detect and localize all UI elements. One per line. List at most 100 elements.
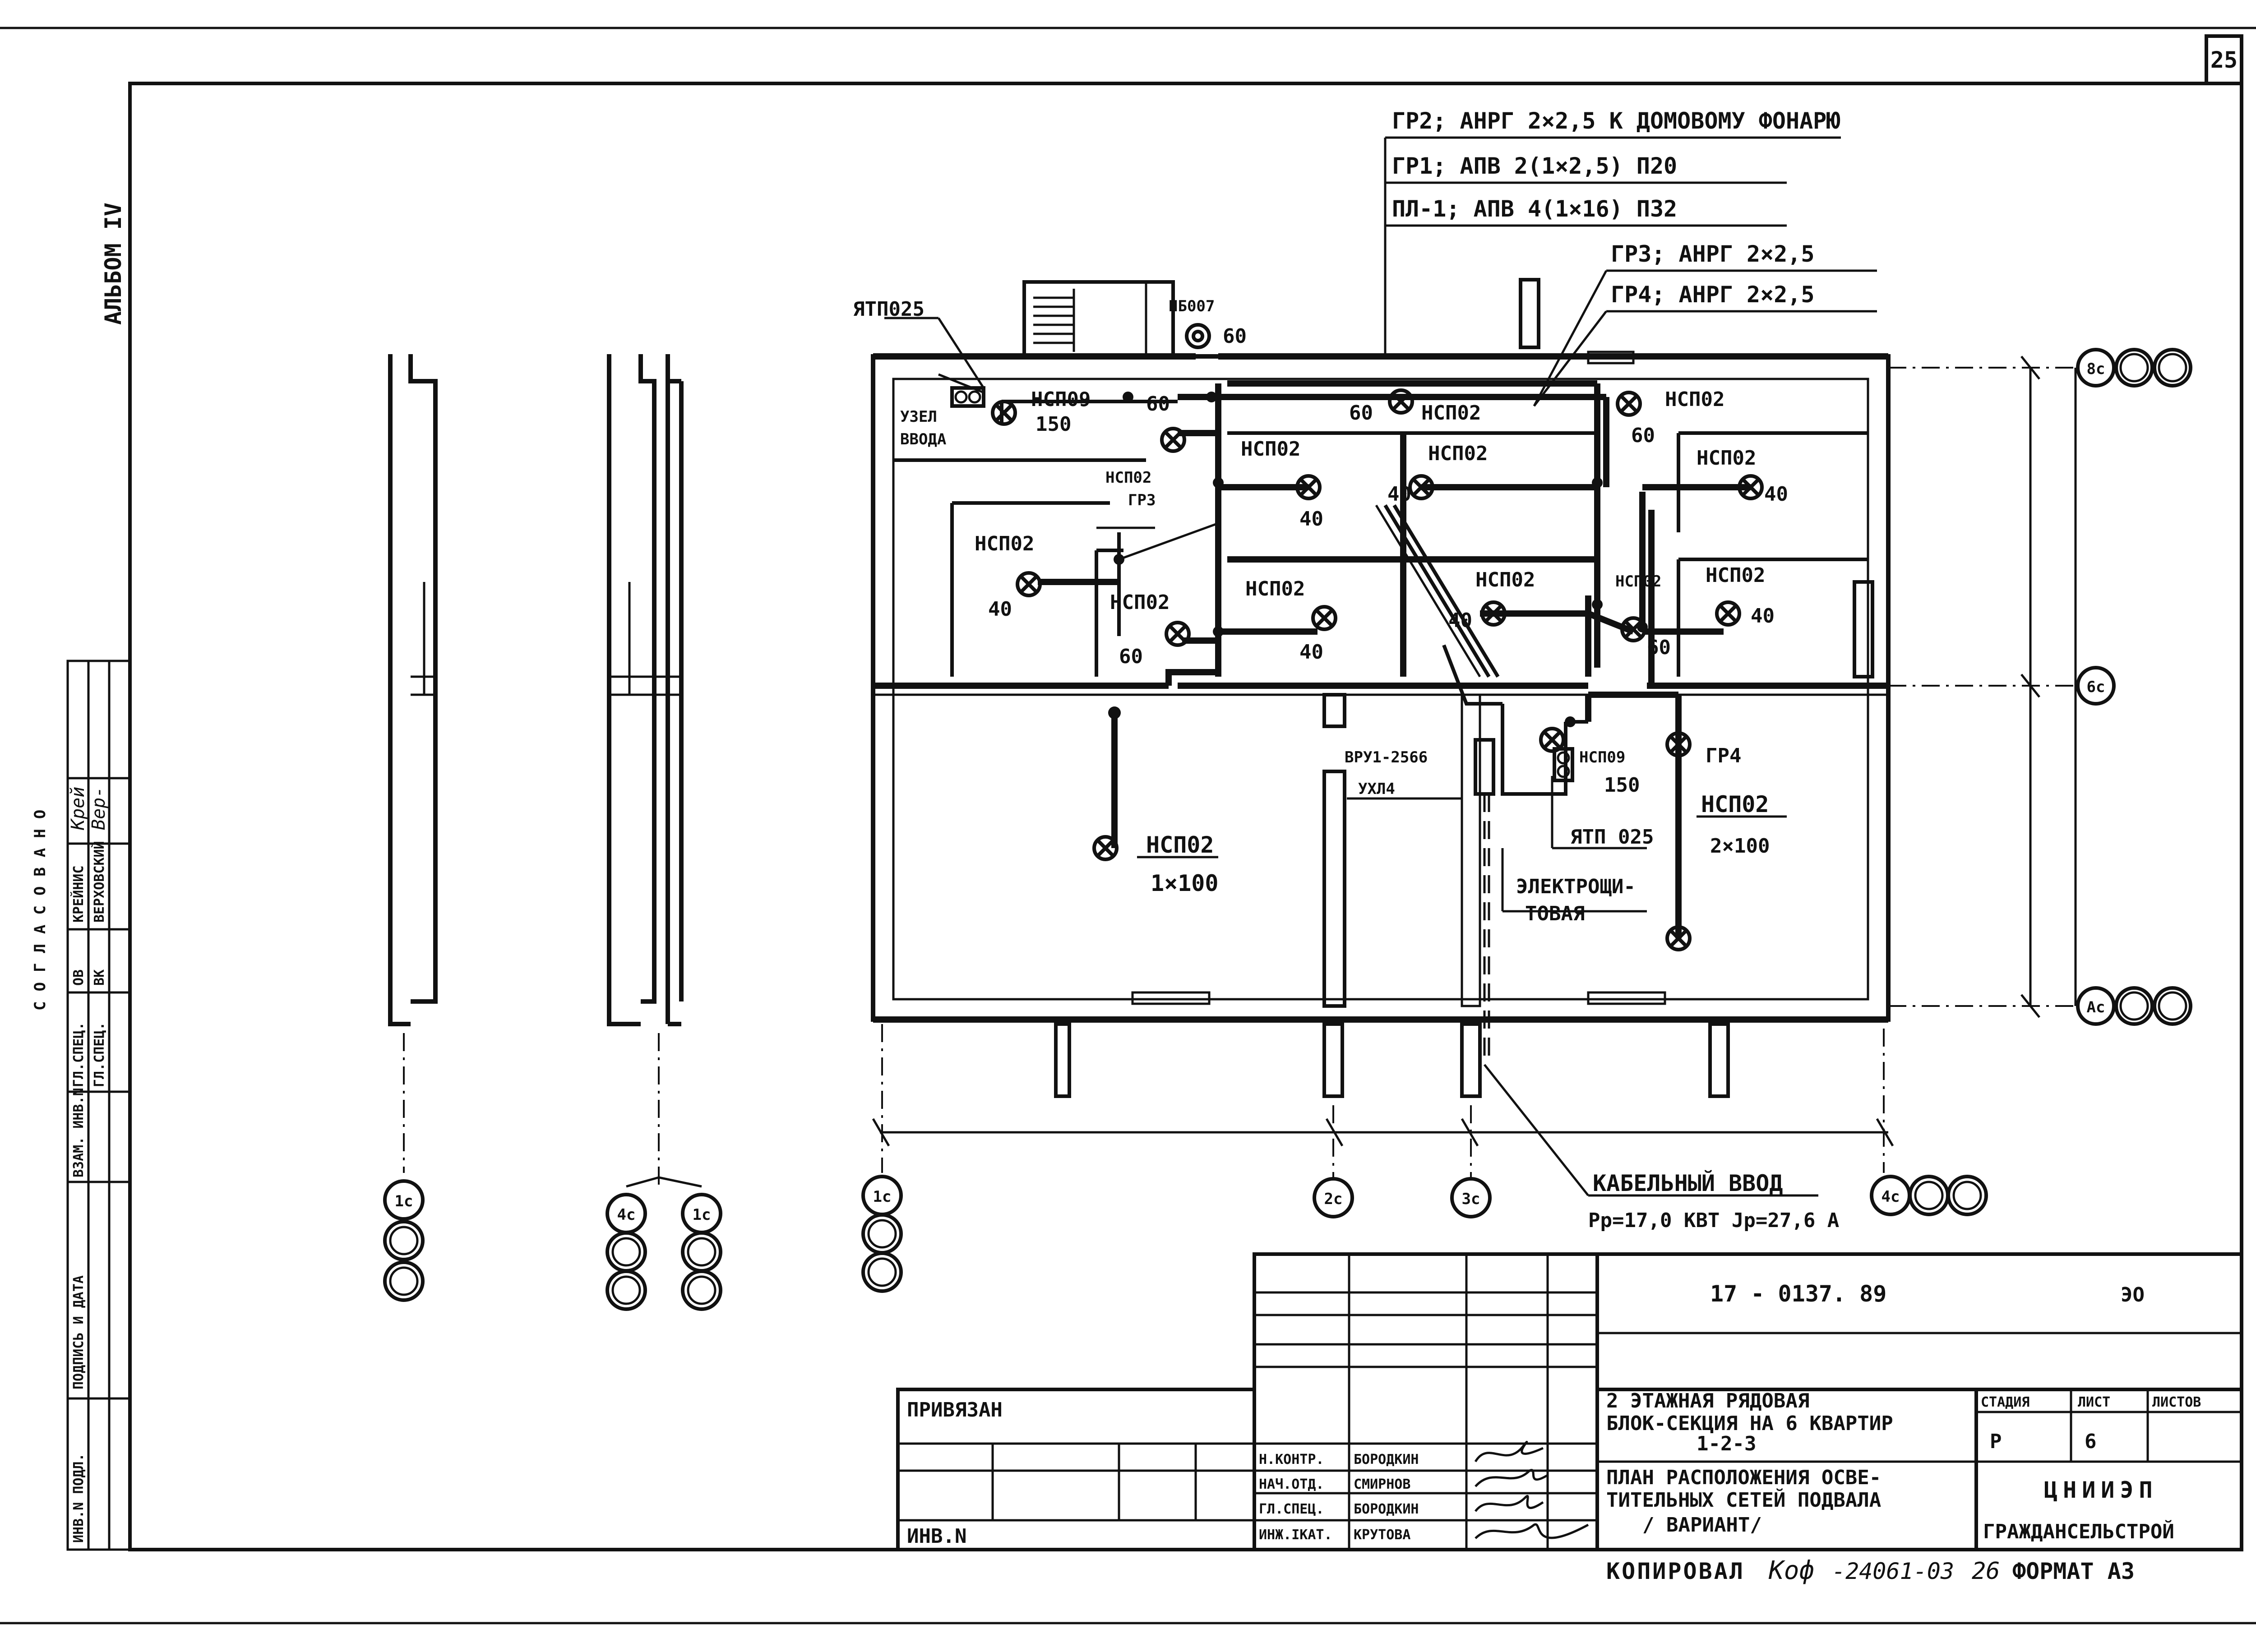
label-ytp-top: ЯТП025 (853, 298, 925, 321)
feeder-pl1: ПЛ-1; АПВ 4(1×16) П32 (1392, 196, 1677, 222)
feeder-gr4: ГР4; АНРГ 2×2,5 (1611, 281, 1815, 308)
stamp-title: СОГЛАСОВАНО (31, 800, 49, 1011)
svg-text:2с: 2с (1324, 1190, 1343, 1208)
svg-text:40: 40 (1448, 609, 1472, 632)
tb-sheet-2: ТИТЕЛЬНЫХ СЕТЕЙ ПОДВАЛА (1606, 1488, 1881, 1512)
label-gr3-tag: ГР3 (1128, 491, 1156, 509)
signature-4 (1475, 1523, 1589, 1539)
svg-text:8с: 8с (2087, 360, 2105, 378)
label-ytp-mid: ЯТП 025 (1570, 826, 1654, 849)
svg-text:150: 150 (1036, 413, 1071, 436)
axis-bubble-1c-left (383, 1179, 425, 1221)
tb-signer-role-3: ГЛ.СПЕЦ. (1259, 1501, 1324, 1517)
svg-text:40: 40 (1299, 508, 1323, 531)
approval-stamp: СОГЛАСОВАНО ГЛ.СПЕЦ. ОВ КРЕЙНИС Крей ГЛ.… (31, 660, 131, 1551)
stamp-name-2: ВЕРХОВСКИЙ (91, 841, 107, 923)
label-ncp02-room4: НСП02 (975, 532, 1034, 555)
tb-doc-mark: ЭО (2121, 1283, 2145, 1306)
lamp-ncp09-elec (1539, 727, 1565, 753)
tb-sheet-1: ПЛАН РАСПОЛОЖЕНИЯ ОСВЕ- (1606, 1466, 1881, 1489)
lamp-40-6 (1480, 600, 1507, 627)
signature-2 (1475, 1469, 1549, 1487)
svg-text:6с: 6с (2087, 678, 2105, 696)
tb-sheet: 6 (2085, 1430, 2097, 1453)
feeder-gr2: ГР2; АНРГ 2×2,5 К ДОМОВОМУ ФОНАРЮ (1392, 108, 1840, 134)
label-ncp09-mid: НСП09 (1579, 748, 1625, 766)
svg-text:60: 60 (1349, 401, 1373, 425)
label-ncp02-room3: НСП02 (1697, 447, 1756, 470)
axis-bubble-8c (2076, 348, 2116, 388)
lamp-40-1 (1295, 474, 1322, 500)
svg-text:60: 60 (1647, 636, 1671, 659)
axis-bubble-Ac (2076, 986, 2116, 1026)
axis-bubble-2c (1313, 1177, 1354, 1218)
stamp-sign-2: Вер- (88, 787, 109, 830)
lamp-60-c (1616, 391, 1642, 417)
svg-text:3с: 3с (1462, 1190, 1480, 1208)
tb-signer-name-3: БОРОДКИН (1354, 1501, 1419, 1517)
label-ncp02-1x100: НСП02 (1146, 832, 1214, 858)
title-block: ПРИВЯЗАН ИНВ.N 17 - 0137. 89 ЭО 2 ЭТАЖНА… (896, 1252, 2243, 1551)
stamp-inv-replace: ВЗАМ. ИНВ.N (71, 1088, 87, 1177)
svg-text:40: 40 (988, 598, 1012, 621)
entry-stair (1022, 280, 1175, 358)
svg-text:УХЛ4: УХЛ4 (1358, 780, 1395, 798)
row-axis-bubbles: 8с 6с Ас (2076, 348, 2192, 1026)
column-axis-bubbles: 1с 2с 3с 4с (861, 1175, 1988, 1293)
signature-1 (1474, 1440, 1544, 1463)
label-ncp02-room8: НСП02 (1615, 572, 1661, 591)
lamp-nb007 (1185, 323, 1211, 349)
stamp-inv-orig: ИНВ.N ПОДЛ. (71, 1453, 87, 1543)
lamp-40-2 (1408, 474, 1434, 500)
lamp-40-7 (1715, 600, 1741, 627)
tb-org-2: ГРАЖДАНСЕЛЬСТРОЙ (1983, 1519, 2174, 1543)
sheet-number: 25 (2210, 47, 2238, 73)
svg-text:4с: 4с (617, 1206, 636, 1224)
tb-signer-name-1: БОРОДКИН (1354, 1452, 1419, 1467)
svg-text:40: 40 (1299, 641, 1323, 664)
svg-text:40: 40 (1751, 605, 1775, 628)
stamp-sign-date: ПОДПИСЬ И ДАТА (71, 1275, 87, 1389)
axis-bubble-3c (1450, 1177, 1492, 1218)
tb-signer-role-2: НАЧ.ОТД. (1259, 1477, 1324, 1492)
lamp-40-5 (1311, 605, 1337, 631)
album-label: АЛЬБОМ IV (100, 203, 126, 325)
tb-sheet-header: ЛИСТ (2078, 1394, 2110, 1410)
tb-project-3: 1-2-3 (1697, 1432, 1756, 1455)
label-ncp02-top-right: НСП02 (1665, 388, 1724, 411)
svg-text:1×100: 1×100 (1151, 870, 1219, 896)
svg-text:Ас: Ас (2087, 998, 2105, 1016)
stamp-role-1: ГЛ.СПЕЦ. (71, 1022, 87, 1088)
ytp-box-top (950, 386, 985, 408)
svg-text:ВВОДА: ВВОДА (900, 430, 946, 448)
lamp-60-b (1388, 388, 1414, 415)
label-cable-params: Pр=17,0 КВТ Jр=27,6 А (1588, 1209, 1839, 1232)
label-ncp02-room2: НСП02 (1428, 442, 1488, 465)
label-cable-entry: КАБЕЛЬНЫЙ ВВОД (1593, 1170, 1783, 1196)
fixtures (950, 323, 1764, 951)
label-ncp02-room1: НСП02 (1241, 438, 1300, 461)
tb-signer-name-2: СМИРНОВ (1354, 1477, 1410, 1492)
label-nb007: НБ007 (1169, 297, 1215, 315)
tb-signer-role-4: ИНЖ.IКАТ. (1259, 1527, 1332, 1543)
svg-text:150: 150 (1604, 774, 1640, 797)
label-elec-room: ЭЛЕКТРОЩИ- (1516, 875, 1636, 898)
stamp-role-2: ГЛ.СПЕЦ. (92, 1022, 107, 1088)
lamp-40-3 (1738, 474, 1764, 500)
svg-text:1с: 1с (873, 1188, 892, 1206)
svg-text:1с: 1с (693, 1206, 711, 1224)
stamp-dept-1: ОВ (71, 969, 87, 986)
axis-bubble-6c (2076, 666, 2116, 706)
tb-project-1: 2 ЭТАЖНАЯ РЯДОВАЯ (1606, 1389, 1809, 1412)
svg-text:ТОВАЯ: ТОВАЯ (1525, 902, 1585, 925)
footer: КОПИРОВАЛ Коф -24061-03 26 ФОРМАТ А3 (1606, 1556, 2135, 1585)
tb-org-1: ЦНИИЭП (2044, 1477, 2158, 1503)
svg-text:1с: 1с (395, 1192, 413, 1210)
label-uzel: УЗЕЛ (900, 408, 937, 426)
stamp-dept-2: ВК (92, 969, 107, 986)
svg-text:60: 60 (1146, 392, 1170, 415)
svg-text:60: 60 (1119, 645, 1143, 668)
stamp-sign-1: Крей (68, 787, 88, 831)
tb-privyazan: ПРИВЯЗАН (907, 1398, 1003, 1421)
